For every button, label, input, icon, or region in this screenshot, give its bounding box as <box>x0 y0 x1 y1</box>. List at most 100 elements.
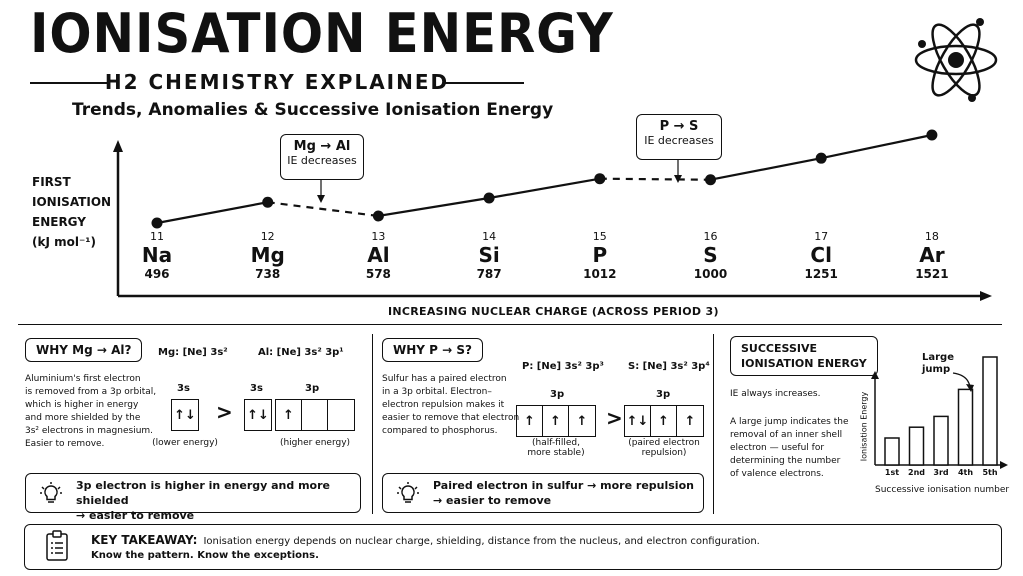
al-3s-label: 3s <box>250 383 263 394</box>
succ-xlabel: Successive ionisation number <box>875 485 1010 495</box>
p-s-tip: Paired electron in sulfur → more repulsi… <box>382 473 704 513</box>
succ-bar-1st <box>884 437 900 466</box>
page-title: IONISATION ENERGY <box>30 2 614 65</box>
p-s-line: in a 3p orbital. Electron– <box>382 387 492 397</box>
ie-segment-P-S <box>599 177 711 181</box>
orbital-box: ↑ <box>543 406 569 436</box>
ie-value: 1012 <box>583 267 617 281</box>
al-3p-orbitals: ↑ <box>275 399 355 431</box>
atomic-number: 16 <box>703 230 718 243</box>
large-jump-annotation: Large jump <box>922 352 954 376</box>
ie-value: 787 <box>476 267 502 281</box>
mg-al-line: which is higher in energy <box>25 400 139 410</box>
p-s-line: electron repulsion makes it <box>382 400 505 410</box>
clipboard-icon <box>46 530 68 561</box>
mg-al-tip-text: 3p electron is higher in energy and more… <box>76 478 360 523</box>
note-line: repulsion) <box>641 448 687 458</box>
atomic-number: 13 <box>371 230 386 243</box>
s-3p-orbitals: ↑↓ ↑ ↑ <box>624 405 704 437</box>
mg-al-line: Easier to remove. <box>25 439 105 449</box>
succ-bar-5th <box>982 356 998 466</box>
succ-tick-label: 3rd <box>933 468 949 477</box>
s-3p-label: 3p <box>656 389 671 400</box>
atomic-number: 18 <box>924 230 939 243</box>
mg-al-explanation: Aluminium's first electron is removed fr… <box>25 373 156 451</box>
successive-line: removal of an inner shell <box>730 430 843 440</box>
orbital-box: ↑ <box>684 413 696 429</box>
element-symbol: Cl <box>810 243 832 267</box>
orbital-box <box>328 400 354 430</box>
greater-than-sign: > <box>216 400 233 424</box>
ie-value: 496 <box>144 267 170 281</box>
p-s-explanation: Sulfur has a paired electron in a 3p orb… <box>382 373 519 438</box>
p-s-line: Sulfur has a paired electron <box>382 374 507 384</box>
p-s-line: compared to phosphorus. <box>382 426 498 436</box>
ie-segment-Cl-Ar <box>820 133 933 160</box>
ie-point-Mg <box>262 196 274 208</box>
element-symbol: Na <box>141 243 173 267</box>
mg-3s-orbital: ↑↓ <box>171 399 199 431</box>
mg-al-tip: 3p electron is higher in energy and more… <box>25 473 361 522</box>
ie-value: 578 <box>365 267 391 281</box>
lightbulb-icon <box>40 482 62 503</box>
ie-value: 738 <box>255 267 281 281</box>
succ-bar-3rd <box>933 415 949 466</box>
mg-al-line: Aluminium's first electron <box>25 374 141 384</box>
orbital-box: ↑ <box>517 406 543 436</box>
ie-point-Si <box>483 192 495 204</box>
orbital-box <box>302 400 328 430</box>
p-config: P: [Ne] 3s² 3p³ <box>522 361 604 372</box>
p-3p-label: 3p <box>550 389 565 400</box>
atomic-number: 14 <box>482 230 497 243</box>
mg-config: Mg: [Ne] 3s² <box>158 347 228 358</box>
succ-tick-label: 1st <box>884 468 900 477</box>
column-divider-2 <box>713 334 714 514</box>
callout-mg-al-text: IE decreases <box>287 154 357 167</box>
ie-point-S <box>705 174 716 186</box>
atomic-number: 11 <box>150 230 164 243</box>
s-note: (paired electron repulsion) <box>622 438 706 458</box>
successive-heading-line: SUCCESSIVE <box>741 342 817 355</box>
ie-segment-S-Cl <box>710 157 822 181</box>
callout-p-s: P → S IE decreases <box>636 114 722 160</box>
subtitle-rule-left <box>30 82 110 84</box>
p-s-line: easier to remove that electron <box>382 413 520 423</box>
ie-segment-Na-Mg <box>156 201 268 225</box>
succ-tick-label: 4th <box>957 468 974 477</box>
subtitle: H2 CHEMISTRY EXPLAINED <box>104 70 450 94</box>
succ-bar-4th <box>957 388 974 466</box>
mg-al-line: is removed from a 3p orbital, <box>25 387 157 397</box>
orbital-box: ↑↓ <box>174 407 196 423</box>
orbital-box: ↑↓ <box>247 407 269 423</box>
note-line: more stable) <box>527 448 585 458</box>
tagline: Trends, Anomalies & Successive Ionisatio… <box>72 100 554 120</box>
ie-value: 1521 <box>915 267 949 281</box>
successive-line: electron — useful for <box>730 443 825 453</box>
succ-bar-2nd <box>908 426 925 466</box>
succ-tick-label: 5th <box>982 468 998 477</box>
ie-point-Cl <box>815 152 827 164</box>
greater-than-sign: > <box>606 406 623 430</box>
takeaway-line-2: Know the pattern. Know the exceptions. <box>91 550 319 561</box>
note-line: (half-filled, <box>532 438 580 448</box>
element-symbol: Ar <box>919 243 945 267</box>
callout-mg-al: Mg → Al IE decreases <box>280 134 364 180</box>
subtitle-rule-right <box>444 82 524 84</box>
note-line: (paired electron <box>628 438 700 448</box>
takeaway-label: KEY TAKEAWAY: <box>91 533 198 547</box>
y-axis-label: FIRST IONISATION ENERGY (kJ mol⁻¹) <box>32 172 111 252</box>
al-note: (higher energy) <box>279 438 351 448</box>
ie-segment-Mg-Al <box>267 201 379 218</box>
annotation-line: Large <box>922 352 954 363</box>
tip-line: → easier to remove <box>76 509 195 522</box>
orbital-box: ↑ <box>576 413 588 429</box>
successive-line: A large jump indicates the <box>730 417 849 427</box>
succ-ylabel: Ionisation Energy <box>859 391 869 462</box>
atomic-number: 15 <box>592 230 607 243</box>
al-config: Al: [Ne] 3s² 3p¹ <box>258 347 344 358</box>
orbital-box: ↑↓ <box>625 406 651 436</box>
p-3p-orbitals: ↑ ↑ ↑ <box>516 405 596 437</box>
